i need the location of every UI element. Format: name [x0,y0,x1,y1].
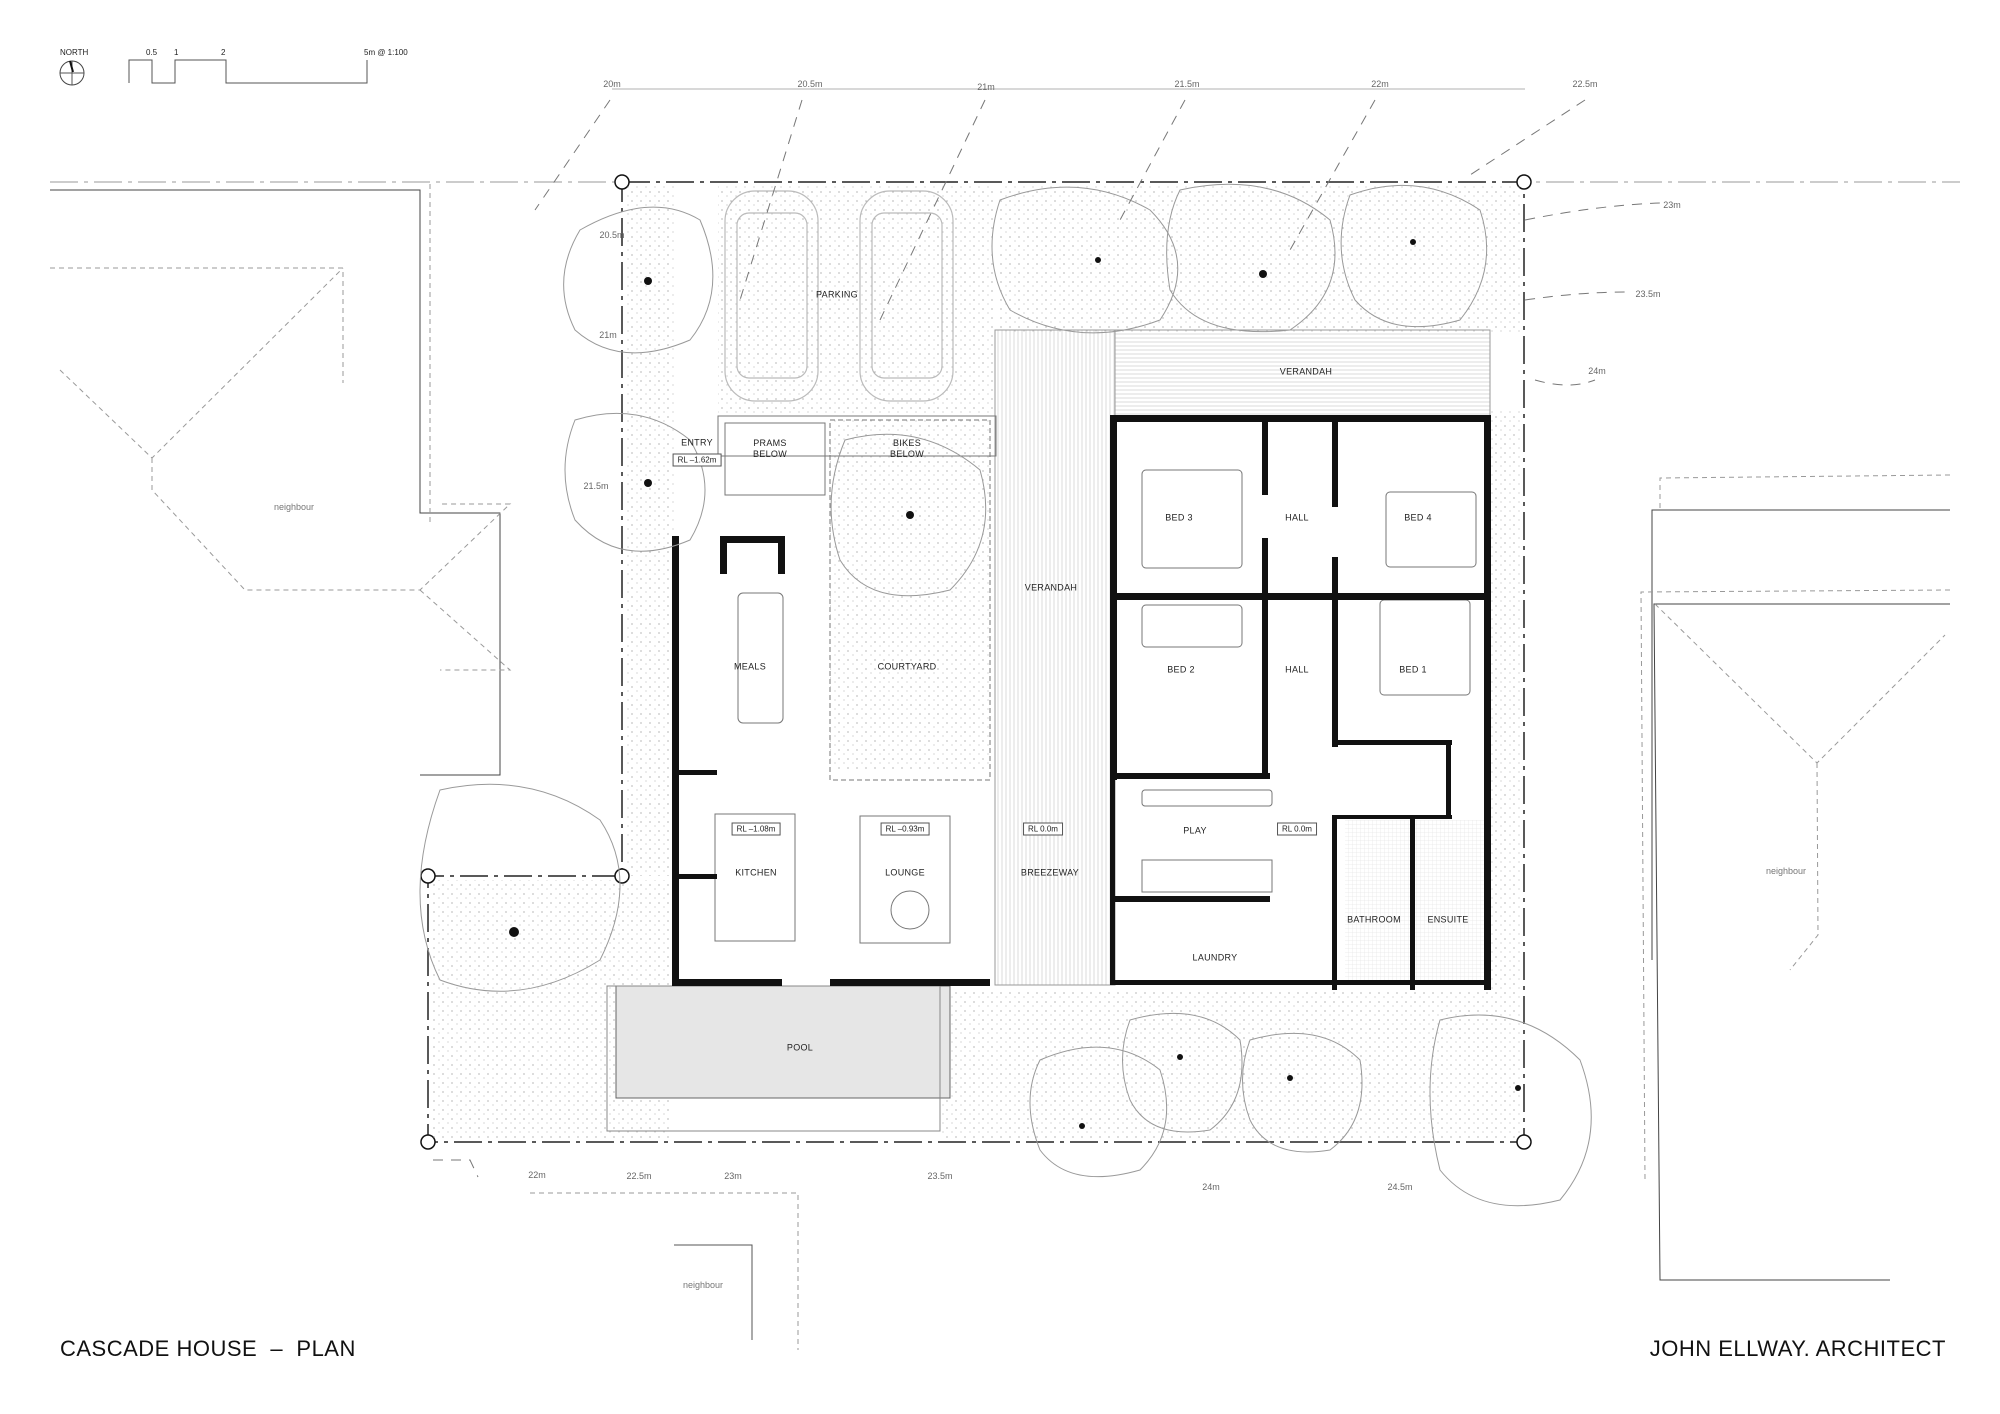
contour-label: 23.5m [927,1171,953,1181]
room-bikes: BIKES BELOW [889,438,924,459]
architect-name: JOHN ELLWAY. ARCHITECT [1649,1336,1946,1361]
contour-label: 21.5m [583,481,609,491]
car-outlines [724,190,954,402]
neighbour-label-right: neighbour [1765,866,1807,876]
level-entry: RL –1.62m [672,453,722,467]
contour-label: 24.5m [1387,1182,1413,1192]
room-verandah-side: VERANDAH [1024,582,1078,593]
contour-label: 23m [724,1171,742,1181]
scale-bar [59,59,368,86]
room-prams: PRAMS BELOW [752,438,787,459]
room-pool: POOL [786,1042,814,1053]
scale-tick-0-5: 0.5 [146,48,158,57]
garden-areas [432,186,1520,1138]
contour-label: 20.5m [599,230,625,240]
neighbour-right [1640,474,1951,1281]
trees [419,183,1592,1207]
room-entry: ENTRY [681,437,713,448]
room-breezeway: BREEZEWAY [1020,867,1080,878]
neighbour-label-bottom: neighbour [682,1280,724,1290]
room-laundry: LAUNDRY [1192,952,1238,963]
neighbour-bottom [530,1192,799,1350]
room-ensuite: ENSUITE [1427,914,1469,925]
level-play: RL 0.0m [1277,822,1317,836]
contour-label: 22.5m [626,1171,652,1181]
contour-label: 22m [1371,79,1389,89]
room-bed2: BED 2 [1167,664,1195,675]
contour-label: 21m [599,330,617,340]
room-play: PLAY [1183,825,1207,836]
contour-label: 24m [1588,366,1606,376]
neighbour-label-left: neighbour [273,502,315,512]
contour-label: 20.5m [797,79,823,89]
scale-tick-5m: 5m @ 1:100 [364,48,408,57]
room-lounge: LOUNGE [885,867,925,878]
room-courtyard: COURTYARD [877,661,937,672]
contour-label: 20m [603,79,621,89]
level-lounge: RL –0.93m [880,822,930,836]
room-bed1: BED 1 [1399,664,1427,675]
contour-label: 22m [528,1170,546,1180]
contour-label: 21m [977,82,995,92]
contour-label: 23m [1663,200,1681,210]
contour-lines [433,99,1661,1178]
room-parking: PARKING [816,289,858,300]
room-hall-2: HALL [1285,664,1309,675]
room-meals: MEALS [733,661,767,672]
walls [672,415,1491,990]
room-bed3: BED 3 [1165,512,1193,523]
neighbour-left [50,184,512,776]
contour-label: 21.5m [1174,79,1200,89]
contour-label: 22.5m [1572,79,1598,89]
scale-tick-1: 1 [174,48,179,57]
contour-label: 23.5m [1635,289,1661,299]
contour-label: 24m [1202,1182,1220,1192]
project-title: CASCADE HOUSE – PLAN [60,1336,356,1361]
room-bathroom: BATHROOM [1347,914,1401,925]
room-bed4: BED 4 [1404,512,1432,523]
tree-trunks [509,239,1521,1129]
room-kitchen: KITCHEN [735,867,777,878]
north-label: NORTH [60,48,89,57]
room-hall-1: HALL [1285,512,1309,523]
level-breezeway: RL 0.0m [1023,822,1063,836]
pool [615,985,951,1099]
room-verandah-top: VERANDAH [1279,366,1333,377]
scale-tick-2: 2 [221,48,226,57]
level-kitchen: RL –1.08m [731,822,781,836]
